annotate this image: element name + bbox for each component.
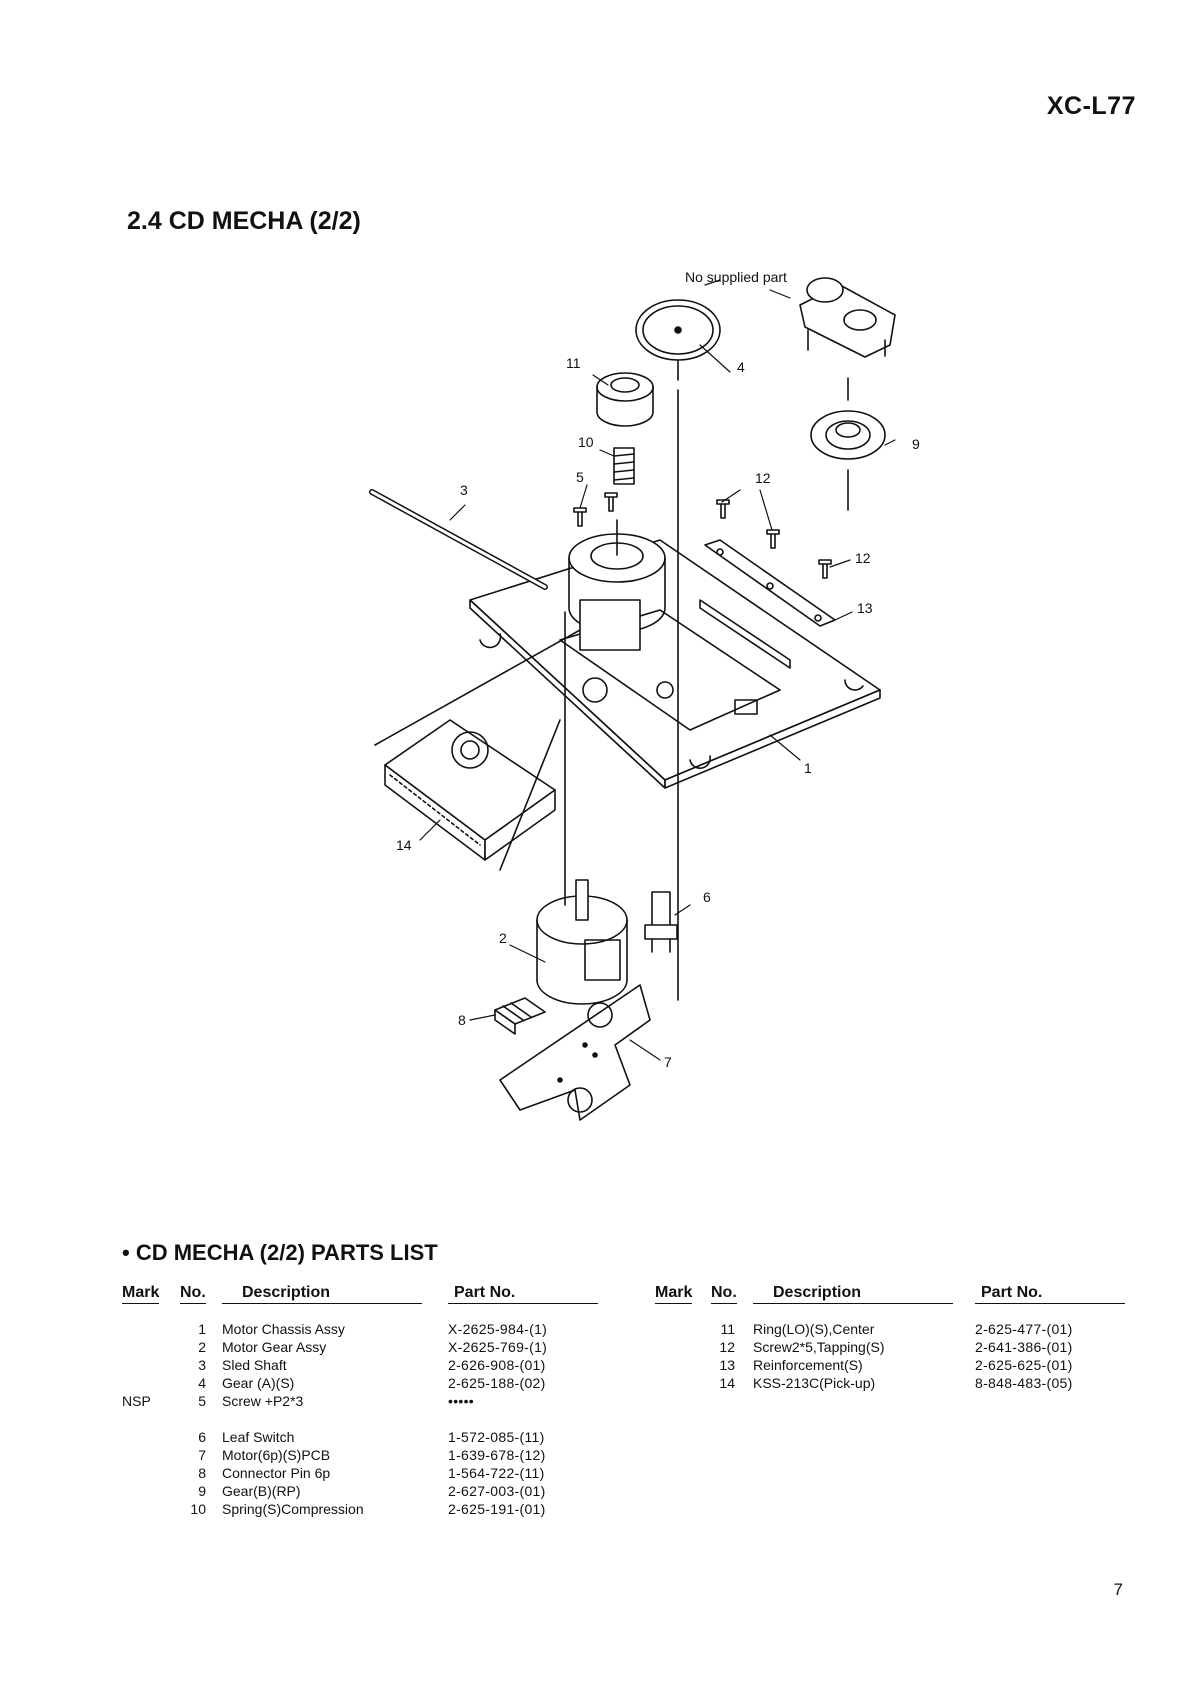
callout-6: 6	[703, 889, 711, 905]
callout-11: 11	[566, 355, 581, 371]
callout-14: 14	[396, 837, 412, 853]
col-description: Description	[753, 1284, 953, 1304]
table-row: 1 Motor Chassis Assy X-2625-984-(1)	[198, 1321, 548, 1337]
callout-5: 5	[576, 469, 584, 485]
table-row: 3 Sled Shaft 2-626-908-(01)	[198, 1357, 546, 1373]
table-row: 2 Motor Gear Assy X-2625-769-(1)	[198, 1339, 548, 1355]
table-row: 6 Leaf Switch 1-572-085-(11)	[198, 1429, 545, 1445]
col-no: No.	[180, 1284, 206, 1304]
sled-shaft-drawing	[369, 489, 548, 590]
callout-8: 8	[458, 1012, 466, 1028]
parts-table-header: Mark No. Description Part No.	[655, 1284, 1125, 1306]
parts-table-left: Mark No. Description Part No. 1 Motor Ch…	[122, 1284, 602, 1518]
table-row: 7 Motor(6p)(S)PCB 1-639-678-(12)	[198, 1447, 546, 1463]
col-description: Description	[222, 1284, 422, 1304]
motor-chassis-drawing	[469, 539, 881, 789]
table-row: NSP 5 Screw +P2*3 •••••	[122, 1393, 475, 1409]
callout-4: 4	[737, 359, 745, 375]
col-part-no: Part No.	[448, 1284, 598, 1304]
parts-table-header: Mark No. Description Part No.	[122, 1284, 602, 1306]
table-row: 9 Gear(B)(RP) 2-627-003-(01)	[198, 1483, 546, 1499]
callout-1: 1	[804, 760, 812, 776]
callout-3: 3	[460, 482, 468, 498]
spindle-housing-drawing	[568, 519, 666, 651]
table-row: 4 Gear (A)(S) 2-625-188-(02)	[198, 1375, 546, 1391]
parts-list-heading: • CD MECHA (2/2) PARTS LIST	[122, 1240, 438, 1265]
table-row: 11 Ring(LO)(S),Center 2-625-477-(01)	[720, 1321, 1073, 1337]
callout-12-top: 12	[755, 470, 771, 486]
connector-drawing	[494, 997, 546, 1035]
screw-drawings	[573, 492, 832, 579]
leaf-switch-drawing	[644, 891, 678, 953]
no-supplied-part-label: No supplied part	[685, 269, 787, 285]
exploded-view-diagram: No supplied part 1 2 3 4 5 6 7 8 9 10 11…	[369, 269, 920, 1121]
parts-table-right: Mark No. Description Part No. 11 Ring(LO…	[655, 1284, 1125, 1392]
col-mark: Mark	[655, 1284, 693, 1304]
callout-12-right: 12	[855, 550, 871, 566]
col-part-no: Part No.	[975, 1284, 1125, 1304]
col-no: No.	[711, 1284, 737, 1304]
callout-13: 13	[857, 600, 873, 616]
motor-pcb-drawing	[499, 984, 651, 1121]
callout-10: 10	[578, 434, 594, 450]
col-mark: Mark	[122, 1284, 160, 1304]
ring-center-drawing	[596, 372, 654, 427]
gear-a-drawing	[635, 299, 721, 1001]
callout-7: 7	[664, 1054, 672, 1070]
section-title: 2.4 CD MECHA (2/2)	[127, 207, 361, 235]
callout-2: 2	[499, 930, 507, 946]
gear-b-drawing	[810, 377, 886, 511]
table-row: 12 Screw2*5,Tapping(S) 2-641-386-(01)	[719, 1339, 1073, 1355]
table-row: 8 Connector Pin 6p 1-564-722-(11)	[198, 1465, 545, 1481]
leader-lines	[419, 279, 896, 1061]
model-code: XC-L77	[1046, 92, 1136, 120]
no-supplied-part-drawing	[799, 277, 896, 358]
callout-9: 9	[912, 436, 920, 452]
pickup-drawing	[374, 629, 581, 871]
table-row: 10 Spring(S)Compression 2-625-191-(01)	[190, 1501, 546, 1517]
spring-drawing	[613, 447, 635, 485]
table-row: 13 Reinforcement(S) 2-625-625-(01)	[719, 1357, 1073, 1373]
spindle-motor-drawing	[536, 611, 628, 1005]
table-row: 14 KSS-213C(Pick-up) 8-848-483-(05)	[719, 1375, 1073, 1391]
page-number: 7	[1113, 1580, 1123, 1599]
